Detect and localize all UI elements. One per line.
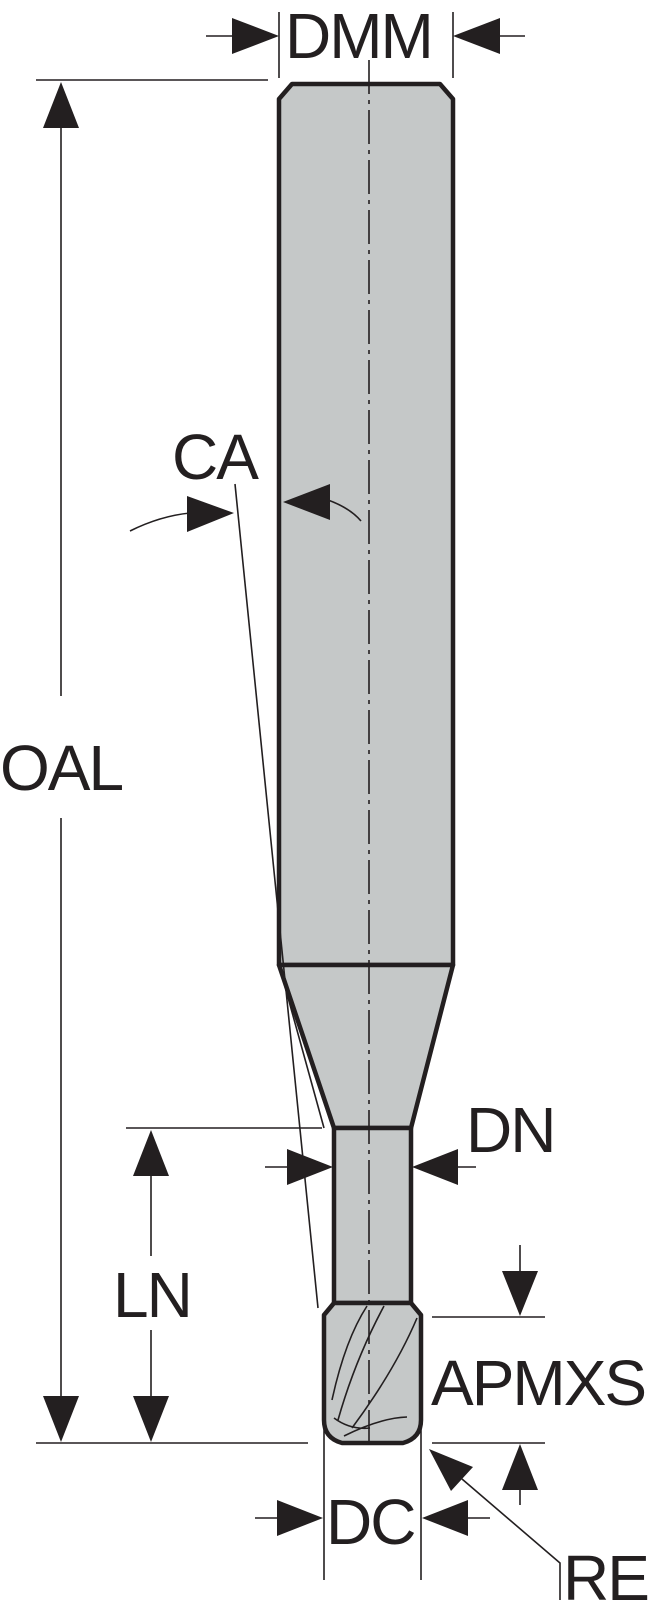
dn-dimension: DN	[265, 1094, 556, 1185]
apmxs-arrow-top	[502, 1271, 538, 1316]
oal-label: OAL	[0, 732, 122, 804]
ln-label: LN	[113, 1259, 191, 1331]
ca-taper-extension	[278, 964, 325, 1129]
dc-arrow-right	[422, 1500, 468, 1536]
dmm-label: DMM	[285, 0, 432, 72]
ca-arrow-left	[187, 496, 234, 532]
dc-dimension: DC	[255, 1425, 490, 1580]
dn-label: DN	[466, 1094, 554, 1166]
flutes	[331, 1305, 418, 1437]
taper	[276, 962, 456, 1131]
dmm-arrow-right	[453, 18, 500, 54]
dn-arrow-left	[287, 1149, 333, 1185]
re-dimension: RE	[429, 1449, 650, 1600]
apmxs-dimension: APMXS	[431, 1245, 647, 1505]
ln-arrow-bottom	[133, 1396, 169, 1442]
ln-dimension: LN	[113, 1127, 322, 1442]
shank	[276, 81, 456, 968]
re-arrow	[429, 1449, 473, 1491]
neck	[331, 1125, 414, 1306]
oal-dimension: OAL	[0, 79, 308, 1444]
tool-body	[276, 60, 456, 1450]
ca-label: CA	[172, 421, 259, 493]
re-leader	[461, 1478, 561, 1600]
oal-arrow-top	[43, 82, 79, 128]
re-label: RE	[563, 1542, 648, 1600]
dc-label: DC	[326, 1486, 414, 1558]
ln-arrow-top	[133, 1130, 169, 1176]
dmm-dimension: DMM	[206, 0, 525, 78]
dn-arrow-right	[412, 1149, 458, 1185]
apmxs-arrow-bottom	[502, 1444, 538, 1490]
dc-arrow-left	[277, 1500, 323, 1536]
apmxs-label: APMXS	[431, 1347, 645, 1419]
ca-arrow-right	[283, 484, 330, 520]
oal-arrow-bottom	[43, 1396, 79, 1442]
dmm-arrow-left	[232, 18, 279, 54]
